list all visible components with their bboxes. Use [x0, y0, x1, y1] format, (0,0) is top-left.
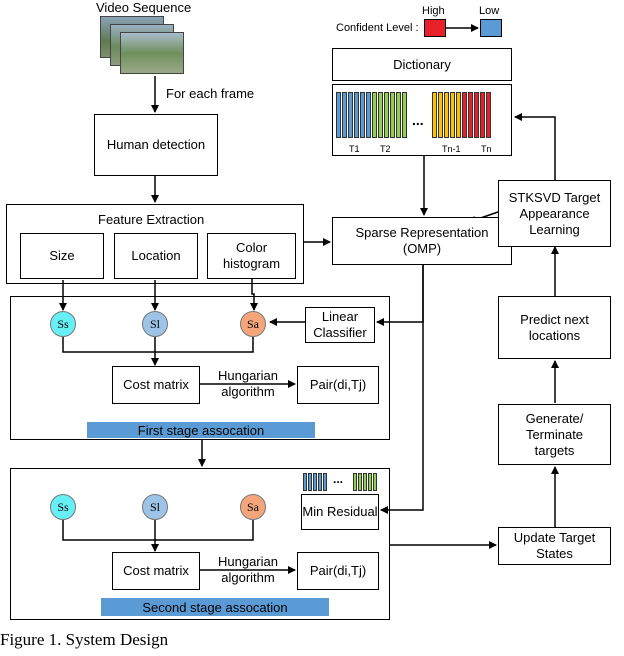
first-sa-circle: Sa — [240, 311, 266, 337]
predict-locations-box: Predict next locations — [498, 296, 611, 359]
first-stage-label: First stage assocation — [87, 422, 315, 438]
arrow-stksvd-to-dictionary — [514, 113, 556, 180]
dictionary-atom-bar — [360, 92, 365, 138]
dictionary-atom-bar — [486, 92, 491, 138]
linear-classifier-box: Linear Classifier — [305, 307, 375, 343]
residual-atom-bar — [318, 473, 322, 491]
residual-atom-bar — [313, 473, 317, 491]
dictionary-atoms-box — [332, 84, 512, 156]
residual-atom-bar — [363, 473, 367, 491]
residual-ellipsis: ... — [333, 472, 344, 486]
video-frames-image — [100, 16, 192, 76]
dictionary-atom-bar — [390, 92, 395, 138]
first-stage-frame — [10, 296, 390, 440]
feature-extraction-title: Feature Extraction — [98, 212, 205, 227]
second-sl-circle: Sl — [142, 494, 168, 520]
sparse-representation-box: Sparse Representation (OMP) — [332, 217, 512, 265]
dictionary-atom-bar — [438, 92, 443, 138]
residual-atom-bar — [368, 473, 372, 491]
min-residual-box: Min Residual — [301, 494, 379, 530]
first-sl-circle: Sl — [142, 311, 168, 337]
dictionary-atom-bar — [384, 92, 389, 138]
dictionary-atom-bar — [354, 92, 359, 138]
confidence-high-label: High — [422, 5, 445, 17]
dictionary-atom-bar — [432, 92, 437, 138]
dictionary-atom-bar — [372, 92, 377, 138]
per-frame-label: For each frame — [166, 86, 255, 101]
dictionary-atom-bar — [480, 92, 485, 138]
second-ss-circle: Ss — [50, 494, 76, 520]
size-box: Size — [20, 233, 104, 279]
first-ss-circle: Ss — [50, 311, 76, 337]
dictionary-atom-bar — [366, 92, 371, 138]
dictionary-title-box: Dictionary — [332, 48, 512, 81]
dictionary-atom-bars — [336, 92, 508, 138]
dictionary-atom-bar — [336, 92, 341, 138]
residual-atom-bar — [353, 473, 357, 491]
dictionary-atom-bar — [348, 92, 353, 138]
confidence-low-label: Low — [479, 5, 500, 17]
residual-atom-bar — [323, 473, 327, 491]
low-swatch — [480, 19, 502, 37]
dictionary-atom-bar — [402, 92, 407, 138]
dict-group-tn-1: Tn-1 — [442, 144, 461, 154]
generate-terminate-box: Generate/ Terminate targets — [498, 404, 611, 465]
residual-atom-bar — [373, 473, 377, 491]
arrow-sparse-to-residual — [380, 265, 424, 514]
arrow-color-to-sa — [250, 278, 258, 311]
first-pair-box: Pair(di,Tj) — [297, 366, 379, 404]
human-detection-box: Human detection — [94, 114, 218, 176]
min-residual-atom-bars: ... — [303, 473, 379, 491]
residual-atom-bar — [303, 473, 307, 491]
dictionary-atom-bar — [468, 92, 473, 138]
location-box: Location — [114, 233, 198, 279]
dictionary-atom-bar — [378, 92, 383, 138]
dictionary-atom-bar — [444, 92, 449, 138]
second-cost-matrix-box: Cost matrix — [112, 552, 200, 590]
dictionary-atom-bar — [456, 92, 461, 138]
second-stage-frame — [10, 468, 390, 620]
dictionary-atom-bar — [474, 92, 479, 138]
second-stage-label: Second stage assocation — [101, 598, 329, 616]
feature-extraction-frame — [6, 204, 304, 284]
residual-atom-bar — [308, 473, 312, 491]
second-pair-box: Pair(di,Tj) — [297, 552, 379, 590]
first-cost-matrix-box: Cost matrix — [112, 366, 200, 404]
update-target-states-box: Update Target States — [498, 527, 611, 565]
dictionary-atom-bar — [462, 92, 467, 138]
dictionary-atom-bar — [396, 92, 401, 138]
figure-caption: Figure 1. System Design — [0, 630, 169, 649]
color-histogram-box: Color histogram — [207, 233, 296, 279]
residual-atom-bar — [358, 473, 362, 491]
dict-group-tn: Tn — [481, 144, 492, 154]
dictionary-atom-bar — [450, 92, 455, 138]
first-hungarian-label: Hungarian algorithm — [218, 368, 278, 399]
dictionary-atom-bar — [342, 92, 347, 138]
dict-group-t1: T1 — [349, 144, 360, 154]
video-sequence-title: Video Sequence — [96, 0, 192, 15]
second-hungarian-label: Hungarian algorithm — [218, 554, 278, 585]
confidence-label: Confident Level : — [336, 22, 419, 34]
dict-group-t2: T2 — [380, 144, 391, 154]
second-sa-circle: Sa — [240, 494, 266, 520]
high-swatch — [424, 19, 446, 37]
dictionary-ellipsis: ... — [412, 112, 424, 128]
stksvd-box: STKSVD Target Appearance Learning — [498, 180, 611, 247]
